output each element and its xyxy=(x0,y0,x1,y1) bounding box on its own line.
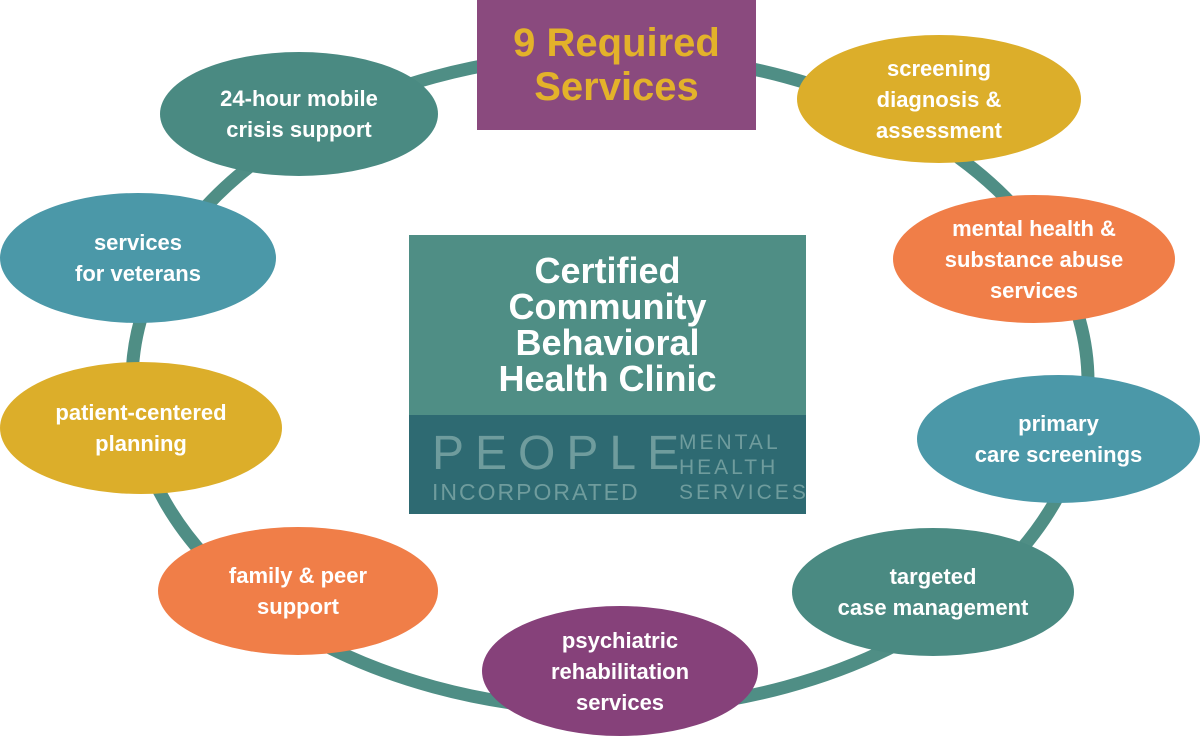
service-oval-veterans: services for veterans xyxy=(0,193,276,323)
service-label-line: assessment xyxy=(876,117,1002,143)
center-title-line: Community xyxy=(508,286,707,327)
service-label-line: case management xyxy=(837,595,1029,620)
logo-tagline-line: MENTAL xyxy=(679,431,781,454)
service-label-line: services xyxy=(989,277,1079,303)
service-label-line: family & peer xyxy=(228,563,368,588)
service-label-line: planning xyxy=(95,431,187,456)
logo-tagline-line: HEALTH xyxy=(679,456,779,479)
center-title-line: Health Clinic xyxy=(498,358,717,399)
service-label-line: services xyxy=(93,230,183,255)
service-oval-screening: screening diagnosis & assessment xyxy=(797,35,1081,163)
center-clinic-title: Certified Community Behavioral Health Cl… xyxy=(409,235,806,415)
center-title-line: Behavioral xyxy=(515,322,700,363)
service-label-line: diagnosis & xyxy=(876,86,1002,112)
service-label-line: patient-centered xyxy=(55,400,227,425)
service-oval-mental-health: mental health & substance abuse services xyxy=(893,195,1175,323)
service-oval-psychiatric-rehab: psychiatric rehabilitation services xyxy=(482,606,758,736)
service-label-line: psychiatric xyxy=(561,627,679,653)
diagram-title: 9 Required Services xyxy=(477,0,756,130)
service-label-line: 24-hour mobile xyxy=(220,86,378,111)
service-label-line: primary xyxy=(1018,411,1099,436)
organization-logo: PEOPLE INCORPORATED MENTAL HEALTH SERVIC… xyxy=(409,415,806,514)
service-label-line: rehabilitation xyxy=(550,658,690,684)
service-oval-family-peer: family & peer support xyxy=(158,527,438,655)
service-oval-case-management: targeted case management xyxy=(792,528,1074,656)
title-line-2: Services xyxy=(534,65,699,109)
service-label-line: support xyxy=(257,594,339,619)
service-label-line: services xyxy=(575,689,665,715)
logo-tagline-line: SERVICES xyxy=(679,481,806,504)
service-label-line: substance abuse xyxy=(944,246,1124,272)
logo-tagline: MENTAL HEALTH SERVICES xyxy=(679,430,806,505)
center-title-line: Certified xyxy=(534,250,681,291)
service-oval-primary-care: primary care screenings xyxy=(917,375,1200,503)
service-label-line: screening xyxy=(887,55,991,81)
logo-word-people: PEOPLE xyxy=(432,427,691,480)
service-label-line: mental health & xyxy=(952,215,1116,241)
service-label-line: crisis support xyxy=(226,117,372,142)
service-oval-crisis-support: 24-hour mobile crisis support xyxy=(160,52,438,176)
service-oval-patient-planning: patient-centered planning xyxy=(0,362,282,494)
logo-word-incorporated: INCORPORATED xyxy=(432,479,640,505)
service-label-line: care screenings xyxy=(974,442,1143,467)
title-line-1: 9 Required xyxy=(513,21,720,65)
service-label-line: for veterans xyxy=(75,261,201,286)
service-label-line: targeted xyxy=(889,564,977,589)
